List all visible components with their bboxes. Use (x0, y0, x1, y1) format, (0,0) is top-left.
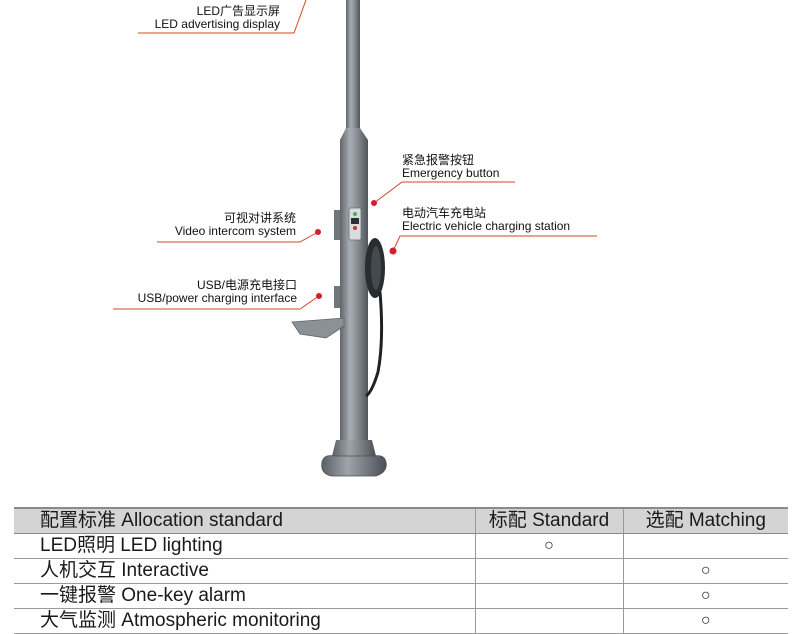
pole-taper (340, 128, 368, 140)
header-allocation: 配置标准 Allocation standard (14, 507, 475, 534)
callout-line-video-intercom (157, 231, 319, 243)
pole-foot (321, 455, 387, 477)
row-label: 人机交互 Interactive (14, 558, 475, 584)
callout-emergency-en: Emergency button (402, 166, 500, 180)
header-matching: 选配 Matching (622, 507, 788, 534)
callout-line-led-display (138, 0, 307, 34)
ev-charger-coil-inner (371, 246, 381, 290)
table-row: 一键报警 One-key alarm ○ (14, 583, 788, 609)
pole-base (332, 440, 376, 456)
panel-screen (351, 218, 359, 224)
row-standard-mark: ○ (474, 533, 623, 559)
callout-line-ev-charging (392, 235, 597, 252)
callout-line-emergency (373, 181, 515, 204)
callout-usb-charging-zh: USB/电源充电接口 (196, 278, 297, 292)
pole-upper (346, 0, 360, 130)
allocation-table: 配置标准 Allocation standard 标配 Standard 选配 … (14, 507, 788, 634)
row-matching-mark: ○ (622, 583, 788, 609)
usb-module (334, 286, 340, 308)
table-row: 人机交互 Interactive ○ (14, 558, 788, 584)
callout-led-display-zh: LED广告显示屏 (196, 4, 280, 18)
callout-line-usb-charging (113, 295, 320, 310)
table-row: 大气监测 Atmospheric monitoring ○ (14, 608, 788, 634)
callout-video-intercom-en: Video intercom system (174, 224, 296, 238)
callout-usb-charging: USB/电源充电接口 USB/power charging interface (138, 279, 297, 305)
callout-ev-charging-en: Electric vehicle charging station (402, 219, 571, 233)
row-label: LED照明 LED lighting (14, 533, 475, 559)
callout-emergency: 紧急报警按钮 Emergency button (402, 154, 499, 180)
row-label: 大气监测 Atmospheric monitoring (14, 608, 475, 634)
row-label: 一键报警 One-key alarm (14, 583, 475, 609)
panel-light-red (353, 226, 357, 230)
panel-light-green (353, 212, 357, 216)
row-matching-mark (622, 533, 788, 559)
row-matching-mark: ○ (622, 608, 788, 634)
pole-body (340, 140, 368, 440)
callout-led-display: LED广告显示屏 LED advertising display (155, 5, 280, 31)
smart-pole-illustration (113, 0, 597, 477)
callout-ev-charging-zh: 电动汽车充电站 (402, 206, 487, 220)
callout-video-intercom: 可视对讲系统 Video intercom system (175, 212, 296, 238)
callout-ev-charging: 电动汽车充电站 Electric vehicle charging statio… (402, 207, 570, 233)
ev-charger-cable (365, 291, 384, 398)
intercom-module (334, 210, 340, 240)
callout-video-intercom-zh: 可视对讲系统 (223, 211, 296, 225)
row-standard-mark (474, 583, 623, 609)
callout-dot-usb-charging (316, 293, 322, 299)
row-matching-mark: ○ (622, 558, 788, 584)
callout-dot-video-intercom (315, 229, 321, 235)
callout-led-display-en: LED advertising display (154, 17, 280, 31)
table-header-row: 配置标准 Allocation standard 标配 Standard 选配 … (14, 507, 788, 534)
header-standard: 标配 Standard (474, 507, 623, 534)
usb-shelf (291, 317, 345, 339)
callout-usb-charging-en: USB/power charging interface (137, 291, 297, 305)
callout-dot-ev-charging (389, 247, 397, 255)
row-standard-mark (474, 608, 623, 634)
callout-dot-emergency (371, 200, 377, 206)
row-standard-mark (474, 558, 623, 584)
callout-emergency-zh: 紧急报警按钮 (402, 153, 475, 167)
table-row: LED照明 LED lighting ○ (14, 533, 788, 559)
